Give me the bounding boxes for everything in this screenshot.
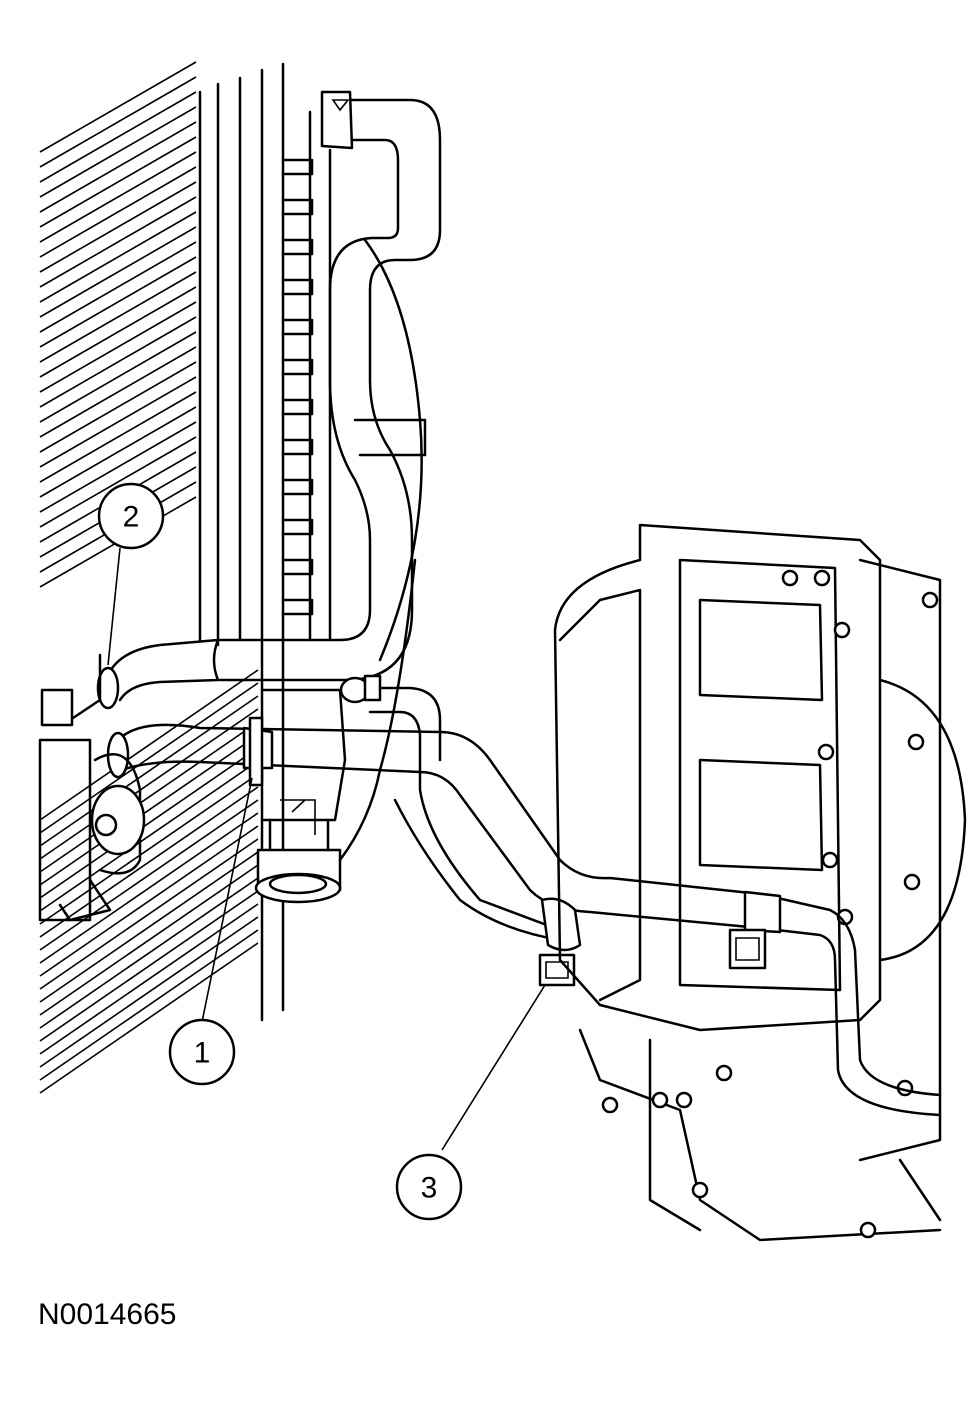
- bolt: [601, 1096, 619, 1114]
- hatch-line: [39, 106, 197, 198]
- hatch-line: [39, 890, 259, 1042]
- cooler-hose-upper: [96, 638, 220, 710]
- hatch-line: [39, 346, 197, 438]
- hatch-line: [39, 682, 259, 834]
- hatch-line: [39, 436, 197, 528]
- hatch-line: [39, 669, 259, 821]
- hatch-line: [39, 151, 197, 243]
- transmission-case: [553, 523, 967, 1242]
- bolt: [651, 1091, 669, 1109]
- hatch-line: [39, 61, 197, 153]
- hatch-line: [39, 825, 259, 977]
- hatch-line: [39, 773, 259, 925]
- leader-line-1: [201, 777, 253, 1023]
- hatch-line: [39, 211, 197, 303]
- hatch-line: [39, 799, 259, 951]
- hatch-line: [39, 136, 197, 228]
- hatch-line: [39, 361, 197, 453]
- bolt: [675, 1091, 693, 1109]
- bolt: [813, 569, 831, 587]
- bolt: [715, 1064, 733, 1082]
- hose-clamp-3: [538, 897, 582, 987]
- hatch-line: [39, 76, 197, 168]
- hatch-line: [39, 181, 197, 273]
- bolt: [781, 569, 799, 587]
- hatch-line: [39, 812, 259, 964]
- hatch-line: [39, 786, 259, 938]
- hose-clamp-1: [242, 716, 274, 787]
- callout-1: 1: [168, 1018, 236, 1086]
- hatch-line: [39, 929, 259, 1081]
- tank-rib: [281, 518, 314, 536]
- bolt: [907, 733, 925, 751]
- radiator-fittings: [38, 653, 146, 922]
- hatch-line: [39, 316, 197, 408]
- bolt: [817, 743, 835, 761]
- tank-rib: [281, 478, 314, 496]
- hatch-line: [39, 721, 259, 873]
- radiator-core-upper: [39, 61, 197, 588]
- callout-2: 2: [97, 482, 165, 550]
- hatch-line: [39, 421, 197, 513]
- callout-3: 3: [395, 1153, 463, 1221]
- hatch-line: [39, 376, 197, 468]
- bolt: [821, 851, 839, 869]
- tank-rib: [281, 158, 314, 176]
- hatch-line: [39, 851, 259, 1003]
- tank-rib: [281, 358, 314, 376]
- hatch-line: [39, 916, 259, 1068]
- tank-rib: [281, 438, 314, 456]
- bolt: [903, 873, 921, 891]
- hatch-line: [39, 196, 197, 288]
- hatch-line: [39, 91, 197, 183]
- hatch-line: [39, 406, 197, 498]
- hatch-line: [39, 708, 259, 860]
- hatch-line: [39, 271, 197, 363]
- transmission-cooler-line: [106, 674, 762, 942]
- hatch-line: [39, 391, 197, 483]
- leader-line-3: [441, 984, 546, 1151]
- bolt: [691, 1181, 709, 1199]
- leader-lines: [107, 547, 546, 1151]
- hatch-line: [39, 166, 197, 258]
- hatch-line: [39, 942, 259, 1094]
- hatch-line: [39, 734, 259, 886]
- bolt: [859, 1221, 877, 1239]
- tank-rib: [281, 318, 314, 336]
- hatch-line: [39, 331, 197, 423]
- bolt: [833, 621, 851, 639]
- tank-rib: [281, 238, 314, 256]
- hatch-line: [39, 864, 259, 1016]
- callout-label-2: 2: [123, 501, 140, 534]
- hatch-line: [39, 226, 197, 318]
- hatch-line: [39, 838, 259, 990]
- hatch-line: [39, 256, 197, 348]
- tank-rib: [281, 278, 314, 296]
- hatch-line: [39, 877, 259, 1029]
- hatch-line: [39, 121, 197, 213]
- radiator-core-lower: [39, 669, 259, 1094]
- leader-line-2: [107, 547, 121, 666]
- hatch-line: [39, 695, 259, 847]
- hatch-line: [39, 301, 197, 393]
- radiator-tank: [198, 62, 347, 1022]
- tank-rib: [281, 198, 314, 216]
- hatch-line: [39, 747, 259, 899]
- callout-label-1: 1: [194, 1037, 211, 1070]
- tank-rib: [281, 598, 314, 616]
- tank-rib: [281, 558, 314, 576]
- upper-radiator-hose: [212, 90, 442, 682]
- hatch-line: [39, 286, 197, 378]
- figure-id: N0014665: [38, 1298, 177, 1331]
- hatch-line: [39, 760, 259, 912]
- hatch-line: [39, 241, 197, 333]
- tank-rib: [281, 398, 314, 416]
- callout-label-3: 3: [421, 1172, 438, 1205]
- bolt: [921, 591, 939, 609]
